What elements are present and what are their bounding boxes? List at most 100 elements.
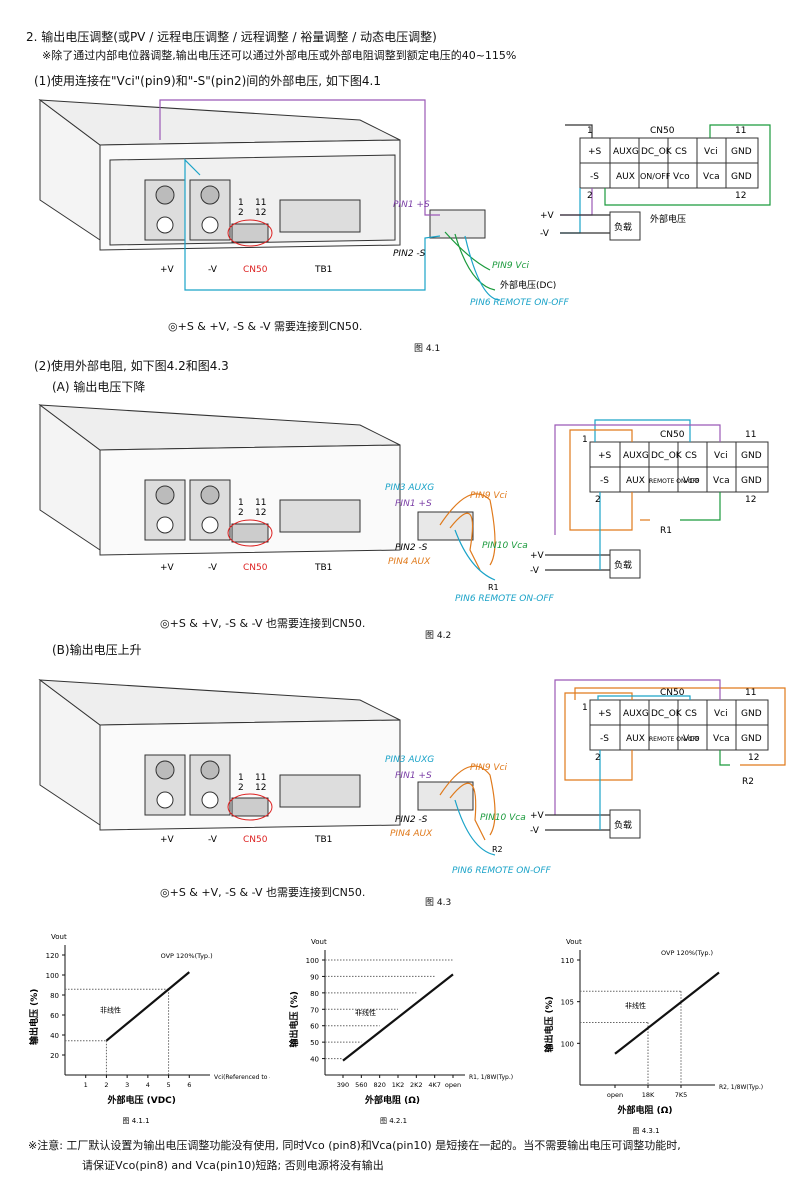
cn50-r1c3: DC_OK (641, 147, 673, 157)
y-axis-label: 输出电压 (%) (288, 991, 300, 1047)
part2-title: (2)使用外部电阻, 如下图4.2和图4.3 (34, 359, 229, 373)
psu3-tb1: TB1 (314, 835, 332, 845)
cn50-3-r2c2: AUX (626, 734, 645, 744)
cn50-3-r1c6: GND (741, 709, 762, 719)
psu3-cn50: CN50 (243, 835, 268, 845)
x-tick-label: 560 (355, 1081, 367, 1089)
pin3-label-3: PIN3 AUXG (385, 755, 434, 765)
cn50-3-plus-v: +V (530, 811, 545, 821)
cn50-3-pin11: 11 (745, 688, 756, 698)
connect-note-3: ◎+S & +V, -S & -V 也需要连接到CN50. (160, 886, 366, 899)
psu-pin-2: 2 (238, 208, 244, 218)
psu3-pin-2: 2 (238, 783, 244, 793)
cn50-3-r2c5: Vca (713, 734, 730, 744)
ovp-annotation: OVP 120%(Typ.) (661, 949, 713, 957)
cn50-3-pin12: 12 (748, 753, 759, 763)
psu-plus-v: +V (160, 265, 175, 275)
psu2-pin-1: 1 (238, 498, 244, 508)
figure-4-2: 1 11 2 12 +V -V CN50 TB1 PIN3 AUXG PIN1 … (38, 404, 769, 604)
pin6-label-3: PIN6 REMOTE ON-OFF (452, 866, 552, 876)
pin4-label-3: PIN4 AUX (390, 829, 433, 839)
section-title: 2. 输出电压调整(或PV / 远程电压调整 / 远程调整 / 裕量调整 / 动… (26, 30, 437, 44)
partB-title: (B)输出电压上升 (52, 643, 142, 657)
cn50-pin1: 1 (587, 126, 593, 136)
load-label-2: 负载 (614, 559, 632, 571)
partA-title: (A) 输出电压下降 (52, 380, 146, 394)
x-tick-label: 4K7 (428, 1081, 441, 1089)
psu3-minus-v: -V (208, 835, 218, 845)
cn50-3-r1c1: +S (598, 709, 612, 719)
ext-dc-label: 外部电压(DC) (500, 279, 556, 291)
pin1-label-3: PIN1 +S (395, 771, 432, 781)
y-tick-label: 80 (310, 990, 319, 998)
x-tick-label: open (445, 1081, 461, 1089)
cn50-3-r2c4: Vco (683, 734, 700, 744)
pin6-label-2: PIN6 REMOTE ON-OFF (455, 594, 555, 604)
cn50-2-r2c5: Vca (713, 476, 730, 486)
x-tick-label: open (607, 1091, 623, 1099)
cn50-3-pin1: 1 (582, 703, 588, 713)
cn50-2-pin11: 11 (745, 430, 756, 440)
cn50-3-r2c3: REMOTE ON-OFF (649, 736, 700, 743)
x-axis-title: R1, 1/8W(Typ.) (469, 1074, 513, 1081)
psu-pin-12: 12 (255, 208, 266, 218)
cn50-2-r2c2: AUX (626, 476, 645, 486)
y-tick-label: 120 (46, 952, 59, 960)
nonlinear-annotation: 非线性 (355, 1008, 376, 1017)
pin10-label: PIN10 Vca (482, 541, 528, 551)
cn50-3-pin2: 2 (595, 753, 601, 763)
ext-voltage-label: 外部电压 (650, 213, 686, 225)
load-box-2 (609, 549, 641, 579)
load-label-3: 负载 (614, 819, 632, 831)
r1-label-a: R1 (488, 583, 499, 592)
x-tick-label: 2K2 (410, 1081, 423, 1089)
psu3-pin-1: 1 (238, 773, 244, 783)
cn50-3-r2c1: -S (600, 734, 609, 744)
connect-note-2: ◎+S & +V, -S & -V 也需要连接到CN50. (160, 617, 366, 630)
chart-caption: 图 4.2.1 (380, 1117, 407, 1125)
fig-4-3-caption: 图 4.3 (425, 898, 452, 908)
y-tick-label: 100 (46, 972, 59, 980)
y-tick-label: 100 (561, 1040, 574, 1048)
pin4-label: PIN4 AUX (388, 557, 431, 567)
y-tick-label: 80 (50, 992, 59, 1000)
x-tick-label: 1 (84, 1081, 88, 1089)
y-tick-label: 60 (310, 1023, 319, 1031)
x-tick-label: 7K5 (675, 1091, 688, 1099)
series-line (105, 971, 190, 1042)
cn50-r1c2: AUXG (613, 147, 639, 157)
r2-label-b: R2 (742, 777, 754, 787)
nonlinear-annotation: 非线性 (100, 1005, 121, 1014)
cn50-r2c4: Vco (673, 172, 690, 182)
connect-note-1: ◎+S & +V, -S & -V 需要连接到CN50. (168, 320, 363, 333)
part1-title: (1)使用连接在"Vci"(pin9)和"-S"(pin2)间的外部电压, 如下… (34, 74, 381, 88)
cn50-r1c6: GND (731, 147, 752, 157)
cn50-2-r1c1: +S (598, 451, 612, 461)
y-tick-label: 20 (50, 1052, 59, 1060)
y-tick-label: 110 (561, 957, 574, 965)
cn50-3-title: CN50 (660, 688, 685, 698)
pin1-label: PIN1 +S (393, 200, 430, 210)
cn50-pin2: 2 (587, 191, 593, 201)
pin2-label: PIN2 -S (393, 249, 426, 259)
cn50-2-r1c4: CS (685, 451, 697, 461)
y-axis-label: 输出电压 (%) (543, 996, 555, 1052)
pin10-label-3: PIN10 Vca (480, 813, 526, 823)
section-note: ※除了通过内部电位器调整,输出电压还可以通过外部电压或外部电阻调整到额定电压的4… (42, 49, 517, 62)
fig-4-1-caption: 图 4.1 (414, 344, 441, 354)
y-axis-title: Vout (311, 938, 327, 946)
cn50-r1c5: Vci (704, 147, 718, 157)
y-axis-title: Vout (566, 938, 582, 946)
y-tick-label: 105 (561, 999, 574, 1007)
y-tick-label: 60 (50, 1012, 59, 1020)
cn50-minus-v: -V (540, 229, 550, 239)
pin9-label: PIN9 Vci (492, 261, 530, 271)
psu2-minus-v: -V (208, 563, 218, 573)
chart-caption: 图 4.3.1 (633, 1127, 660, 1135)
pin9-label-2: PIN9 Vci (470, 491, 508, 501)
cn50-3-r1c3: DC_OK (651, 709, 683, 719)
cn50-2-r2c3: REMOTE ON-OFF (649, 478, 700, 485)
cn50-2-pin1: 1 (582, 435, 588, 445)
x-tick-label: 3 (125, 1081, 129, 1089)
